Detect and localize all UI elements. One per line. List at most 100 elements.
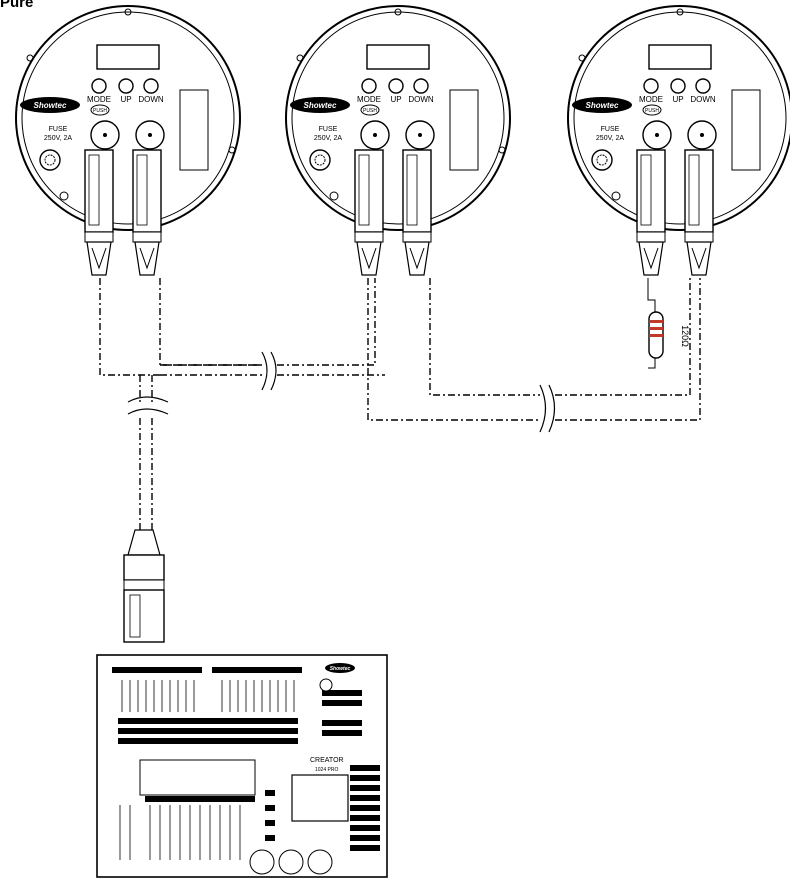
fixture-1-down-label: DOWN xyxy=(138,95,164,104)
fixture-1-power-connector xyxy=(39,149,61,171)
controller-wheel-3 xyxy=(307,849,333,875)
controller-scribble-right xyxy=(212,667,302,673)
controller-submodel: 1024 PRO xyxy=(315,767,338,773)
fixture-1-screw-left xyxy=(26,54,34,62)
fixture-3-mode-button xyxy=(643,78,659,94)
fixture-2-logo-badge xyxy=(290,97,350,113)
fixture-1-up-label: UP xyxy=(120,95,131,104)
fixture-2-push-label: PUSH xyxy=(363,108,377,114)
fixture-3-logo-badge xyxy=(572,97,632,113)
dmx-cables xyxy=(99,278,701,530)
fixture-2-display xyxy=(366,44,430,70)
fixture-3-info-label xyxy=(731,89,761,171)
controller-fader-bank-1 xyxy=(121,680,295,712)
cable-f1-left xyxy=(99,278,160,376)
controller-lcd xyxy=(291,774,349,822)
fixture-2-connector-right xyxy=(402,149,432,276)
fixture-3-up-button xyxy=(670,78,686,94)
page-heading: Pure xyxy=(0,0,34,11)
fixture-1-ground-symbol xyxy=(59,191,69,201)
fixture-3-fuse-rating: 250V, 2A xyxy=(596,135,624,142)
controller-function-buttons xyxy=(322,690,380,851)
controller-button-rows xyxy=(118,718,298,744)
cable-f1-f2-upper-b xyxy=(277,278,376,366)
fixture-1-info-label xyxy=(179,89,209,171)
fixture-1-push-badge xyxy=(90,104,110,116)
controller-playback-area xyxy=(139,759,256,796)
fixture-2-up-button xyxy=(388,78,404,94)
fixture-2-info-label xyxy=(449,89,479,171)
fixture-2-up-label: UP xyxy=(390,95,401,104)
cable-f2-lower-b xyxy=(555,278,701,421)
fixture-1-mode-label: MODE xyxy=(87,95,111,104)
cable-f2-lower xyxy=(367,278,540,421)
fixture-1-fuse-label: FUSE xyxy=(49,126,68,133)
cable-f2-right xyxy=(429,278,540,396)
fixture-3-ground-symbol xyxy=(611,191,621,201)
fixture-2: Showtec MODE UP DOWN PUSH FUSE 250V, 2A xyxy=(285,5,511,276)
cable-f1-right xyxy=(159,278,262,366)
fixture-1-logo: Showtec xyxy=(34,101,67,110)
controller-model: CREATOR xyxy=(310,757,344,764)
break-2 xyxy=(539,384,556,433)
fixture-3-down-button xyxy=(695,78,711,94)
fixture-2-down-button xyxy=(413,78,429,94)
fixture-3-housing xyxy=(567,5,790,231)
fixture-1: Showtec MODE UP DOWN PUSH FUSE 250V, 2A xyxy=(15,5,241,276)
fixture-3: Showtec MODE UP DOWN PUSH FUSE 250V, 2A xyxy=(567,5,790,276)
break-3 xyxy=(127,396,169,415)
resistor-band-3 xyxy=(649,334,663,337)
fixture-2-fuse-rating: 250V, 2A xyxy=(314,135,342,142)
fixture-1-fuse-rating: 250V, 2A xyxy=(44,135,72,142)
fixture-1-screw-right xyxy=(228,146,236,154)
controller-logo-badge xyxy=(325,663,355,673)
fixture-1-push-label: PUSH xyxy=(93,108,107,114)
fixture-3-display xyxy=(648,44,712,70)
fixture-2-fuse-label: FUSE xyxy=(319,126,338,133)
fixture-1-housing xyxy=(15,5,241,231)
controller-wheel-1 xyxy=(249,849,275,875)
fixture-1-mode-button xyxy=(91,78,107,94)
controller-master-knob xyxy=(319,678,333,692)
fixture-3-power-connector xyxy=(591,149,613,171)
controller-logo: Showtec xyxy=(330,666,351,672)
resistor-band-2 xyxy=(649,327,663,330)
fixture-2-ground-symbol xyxy=(329,191,339,201)
fixture-3-fuse-label: FUSE xyxy=(601,126,620,133)
resistor-band-1 xyxy=(649,320,663,323)
fixture-1-up-button xyxy=(118,78,134,94)
fixture-1-down-button xyxy=(143,78,159,94)
controller-xlr-connector xyxy=(123,529,165,643)
fixture-3-logo: Showtec xyxy=(586,101,619,110)
fixture-1-logo-badge xyxy=(20,97,80,113)
controller-wheel-2 xyxy=(278,849,304,875)
controller-side-buttons xyxy=(265,790,275,841)
dmx-terminator: 120Ω xyxy=(647,278,690,369)
controller-playback-faders xyxy=(119,805,241,860)
fixture-2-power-connector xyxy=(309,149,331,171)
fixture-1-connector-right xyxy=(132,149,162,276)
fixture-3-up-label: UP xyxy=(672,95,683,104)
fixture-2-logo: Showtec xyxy=(304,101,337,110)
controller-scribble-left xyxy=(112,667,202,673)
fixture-3-connector-left xyxy=(636,149,666,276)
fixture-1-connector-left xyxy=(84,149,114,276)
dmx-controller: Showtec CREATOR 1024 PRO xyxy=(96,654,388,878)
fixture-2-mode-label: MODE xyxy=(357,95,381,104)
controller-playback-buttons xyxy=(145,796,255,802)
fixture-2-down-label: DOWN xyxy=(408,95,434,104)
fixture-1-display xyxy=(96,44,160,70)
cable-break-symbols xyxy=(127,351,556,433)
fixture-1-screw-top xyxy=(124,8,132,16)
terminator-label: 120Ω xyxy=(680,325,690,347)
fixture-3-push-label: PUSH xyxy=(645,108,659,114)
fixture-2-mode-button xyxy=(361,78,377,94)
fixture-3-mode-label: MODE xyxy=(639,95,663,104)
cable-f2-f3-b xyxy=(555,278,691,396)
fixture-3-down-label: DOWN xyxy=(690,95,716,104)
fixture-3-connector-right xyxy=(684,149,714,276)
fixture-2-housing xyxy=(285,5,511,231)
break-1 xyxy=(261,351,277,391)
fixture-2-connector-left xyxy=(354,149,384,276)
